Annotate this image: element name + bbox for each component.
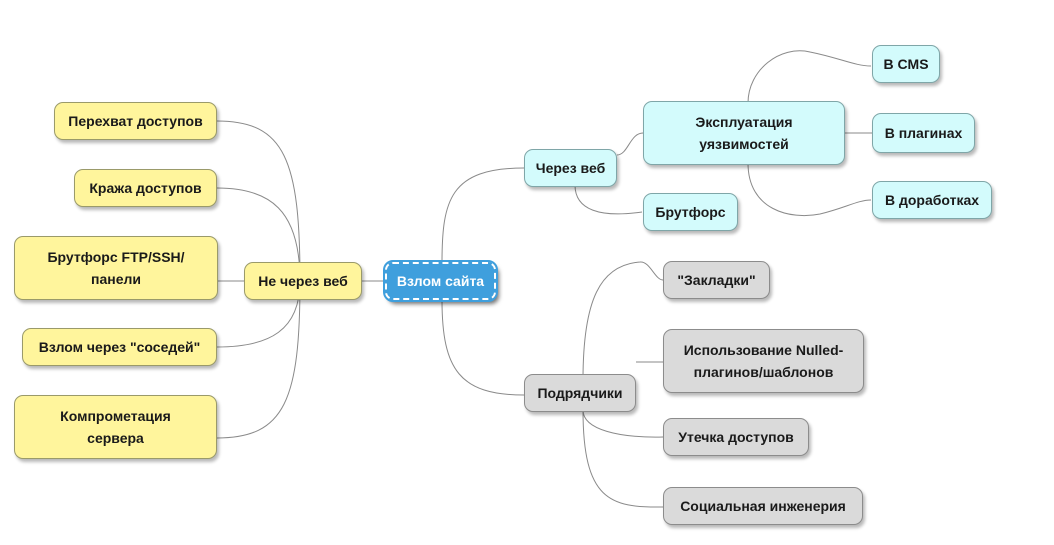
leaf-in-cms[interactable]: В CMS: [872, 45, 940, 83]
leaf-backdoors[interactable]: "Закладки": [663, 261, 770, 299]
leaf-nulled-plugins[interactable]: Использование Nulled- плагинов/шаблонов: [663, 329, 864, 393]
leaf-label: В плагинах: [884, 125, 963, 141]
leaf-label: Брутфорс FTP/SSH/ панели: [47, 249, 185, 287]
leaf-label: Компрометация сервера: [60, 408, 171, 446]
link-contr-4: [582, 409, 664, 508]
leaf-label: Утечка доступов: [678, 429, 794, 445]
branch-not-web-label: Не через веб: [258, 273, 348, 289]
leaf-label: Перехват доступов: [68, 113, 203, 129]
branch-not-web[interactable]: Не через веб: [244, 262, 362, 300]
leaf-label: "Закладки": [677, 272, 756, 288]
link-left-1: [216, 120, 301, 282]
leaf-in-customizations[interactable]: В доработках: [872, 181, 992, 219]
leaf-label: В CMS: [883, 56, 929, 72]
link-left-2: [216, 187, 301, 282]
node-exploit-label: Эксплуатация уязвимостей: [695, 114, 793, 152]
leaf-intercept-access[interactable]: Перехват доступов: [54, 102, 217, 140]
leaf-neighbors-hack[interactable]: Взлом через "соседей": [22, 328, 217, 366]
link-contr-1: [582, 261, 664, 381]
branch-contractors[interactable]: Подрядчики: [524, 374, 636, 412]
link-exploit-cms: [747, 50, 872, 104]
root-node[interactable]: Взлом сайта: [383, 260, 498, 302]
branch-web-label: Через веб: [535, 160, 606, 176]
leaf-bruteforce[interactable]: Брутфорс: [643, 193, 738, 231]
leaf-label: Брутфорс: [655, 204, 726, 220]
link-root-web: [441, 167, 525, 264]
node-exploit-vulns[interactable]: Эксплуатация уязвимостей: [643, 101, 845, 165]
link-root-contractors: [441, 299, 525, 396]
link-web-exploit: [616, 132, 644, 156]
leaf-brute-ftp[interactable]: Брутфорс FTP/SSH/ панели: [14, 236, 218, 300]
leaf-label: Кража доступов: [89, 180, 202, 196]
leaf-label: В доработках: [884, 192, 980, 208]
leaf-in-plugins[interactable]: В плагинах: [872, 113, 975, 153]
leaf-label: Использование Nulled- плагинов/шаблонов: [683, 342, 844, 380]
branch-contractors-label: Подрядчики: [537, 385, 623, 401]
leaf-server-compromise[interactable]: Компрометация сервера: [14, 395, 217, 459]
link-web-brute: [574, 184, 643, 215]
link-left-5: [216, 280, 301, 439]
root-label: Взлом сайта: [396, 273, 485, 289]
leaf-steal-access[interactable]: Кража доступов: [74, 169, 217, 207]
leaf-label: Взлом через "соседей": [38, 339, 201, 355]
leaf-label: Социальная инженерия: [680, 498, 846, 514]
leaf-access-leak[interactable]: Утечка доступов: [663, 418, 809, 456]
leaf-social-engineering[interactable]: Социальная инженерия: [663, 487, 863, 525]
link-exploit-dorab: [747, 162, 872, 217]
branch-web[interactable]: Через веб: [524, 149, 617, 187]
link-contr-3: [582, 409, 664, 438]
